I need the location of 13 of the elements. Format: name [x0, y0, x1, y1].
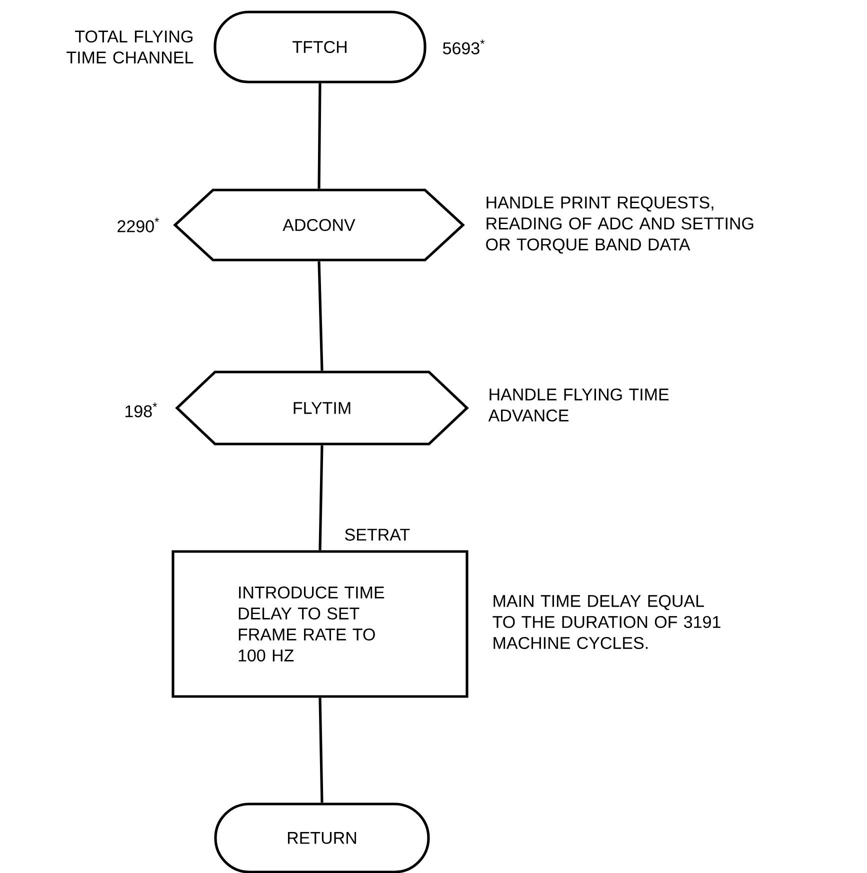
connector-line — [318, 445, 324, 550]
connector-line — [318, 698, 324, 803]
side-note: HANDLE PRINT REQUESTS, READING OF ADC AND SETTING OR TORQUE BAND DATA — [486, 196, 754, 254]
connector-line — [318, 261, 324, 371]
process-box: INTRODUCE TIME DELAY TO SET FRAME RATE TO 100 HZ — [172, 550, 468, 698]
side-note: 2290$^{*}$ — [118, 218, 160, 232]
heading-label: SETRAT — [345, 528, 410, 541]
side-note: TOTAL FLYING TIME CHANNEL — [66, 30, 194, 64]
side-note: 198$^{*}$ — [126, 402, 158, 418]
side-note: HANDLE FLYING TIME ADVANCE — [488, 388, 669, 422]
connector-line — [318, 83, 322, 189]
side-note: 5693$^{*}$ — [442, 40, 485, 54]
side-note: MAIN TIME DELAY EQUAL TO THE DURATION OF 3191 MACHINE CYCLES. — [492, 594, 720, 650]
